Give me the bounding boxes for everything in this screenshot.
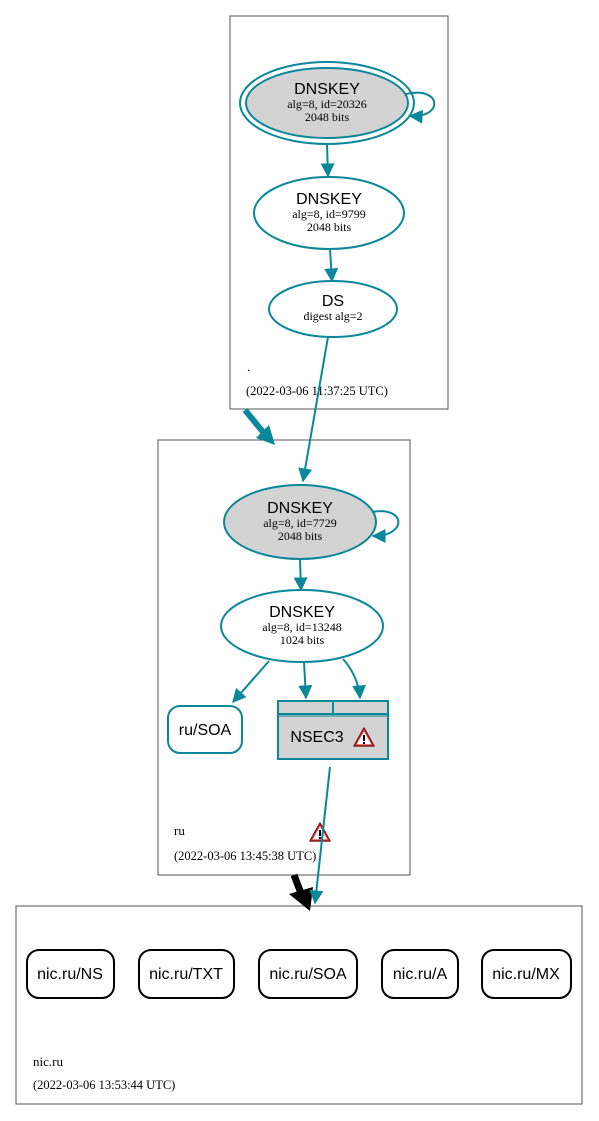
zone-root: DNSKEY alg=8, id=20326 2048 bits DNSKEY …	[229, 15, 449, 410]
root-ksk-bits: 2048 bits	[305, 110, 350, 124]
edge-ru-zsk-soa	[232, 660, 270, 704]
edge-ru-zsk-nsec3-b	[342, 658, 367, 700]
ru-nsec3-label: NSEC3	[290, 729, 343, 746]
nic-soa-node[interactable]: nic.ru/SOA	[258, 949, 358, 999]
ru-ksk-alg: alg=8, id=7729	[263, 516, 337, 530]
root-ksk-title: DNSKEY	[294, 81, 360, 98]
nic-soa-label: nic.ru/SOA	[269, 966, 347, 983]
edge-root-ksk-zsk	[320, 143, 335, 178]
ru-ksk-title: DNSKEY	[267, 500, 333, 517]
edge-root-ds-ru-ksk	[298, 336, 329, 483]
root-ksk-node[interactable]: DNSKEY alg=8, id=20326 2048 bits	[239, 61, 415, 145]
root-ds-node[interactable]: DS digest alg=2	[268, 280, 398, 338]
ru-zsk-alg: alg=8, id=13248	[262, 620, 342, 634]
zone-root-name: .	[247, 359, 250, 374]
root-to-ru-delegation-arrow	[242, 408, 275, 445]
edge-root-zsk-ds	[324, 248, 339, 283]
edge-ru-zsk-nsec3-a	[298, 661, 313, 700]
edge-ru-ksk-zsk	[293, 558, 308, 592]
zone-ru-name: ru	[174, 823, 185, 838]
ru-ksk-self-edge	[371, 510, 400, 543]
ru-soa-node[interactable]: ru/SOA	[167, 705, 243, 754]
nic-mx-node[interactable]: nic.ru/MX	[481, 949, 572, 999]
root-ksk-self-edge	[405, 91, 436, 124]
ru-zsk-node[interactable]: DNSKEY alg=8, id=13248 1024 bits	[220, 589, 384, 663]
nic-txt-label: nic.ru/TXT	[149, 966, 223, 983]
ru-ksk-node[interactable]: DNSKEY alg=8, id=7729 2048 bits	[223, 484, 377, 560]
zone-nic-name: nic.ru	[33, 1054, 63, 1069]
root-ds-title: DS	[322, 293, 344, 310]
nic-mx-label: nic.ru/MX	[492, 966, 560, 983]
zone-ru: DNSKEY alg=8, id=7729 2048 bits DNSKEY a…	[157, 439, 411, 876]
nic-ns-label: nic.ru/NS	[37, 966, 103, 983]
zone-nic-timestamp: (2022-03-06 13:53:44 UTC)	[33, 1078, 175, 1092]
ru-ksk-bits: 2048 bits	[278, 529, 323, 543]
ru-zsk-title: DNSKEY	[269, 604, 335, 621]
ru-nsec3-node[interactable]: NSEC3	[277, 700, 389, 760]
ru-to-nic-delegation-arrow	[289, 873, 313, 911]
root-zsk-bits: 2048 bits	[307, 220, 352, 234]
root-ksk-alg: alg=8, id=20326	[287, 97, 367, 111]
root-zsk-node[interactable]: DNSKEY alg=8, id=9799 2048 bits	[253, 176, 405, 250]
zone-root-timestamp: (2022-03-06 11:37:25 UTC)	[246, 384, 388, 398]
nic-ns-node[interactable]: nic.ru/NS	[26, 949, 115, 999]
zone-nic: nic.ru/NS nic.ru/TXT nic.ru/SOA nic.ru/A…	[15, 905, 583, 1105]
root-ds-digest: digest alg=2	[303, 309, 362, 323]
zone-ru-timestamp: (2022-03-06 13:45:38 UTC)	[174, 849, 316, 863]
nic-a-label: nic.ru/A	[393, 966, 448, 983]
zone-nic-border	[15, 905, 583, 1105]
nic-a-node[interactable]: nic.ru/A	[381, 949, 459, 999]
edge-ru-nsec3-nic	[309, 766, 331, 905]
root-zsk-alg: alg=8, id=9799	[292, 207, 366, 221]
nic-txt-node[interactable]: nic.ru/TXT	[138, 949, 235, 999]
ru-zsk-bits: 1024 bits	[280, 633, 325, 647]
ru-soa-label: ru/SOA	[179, 722, 232, 739]
root-zsk-title: DNSKEY	[296, 191, 362, 208]
